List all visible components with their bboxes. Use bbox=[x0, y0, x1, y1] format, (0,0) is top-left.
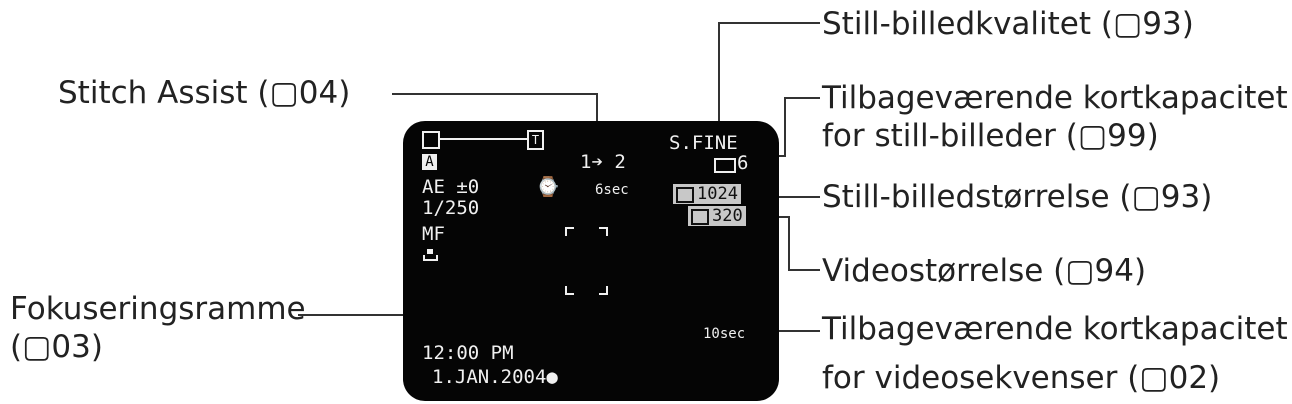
camera-lcd-screen: T A 1➔ 2 S.FINE 6 AE ±0 ⌚ 6sec 1024 1/25… bbox=[403, 121, 779, 401]
label-focus-frame-1: Fokuseringsramme bbox=[10, 291, 306, 327]
still-size-box: 1024 bbox=[673, 184, 741, 204]
leader-remaining-still-h bbox=[784, 97, 820, 99]
leader-remaining-still-v bbox=[784, 97, 786, 155]
stitch-indicator: 1➔ 2 bbox=[580, 151, 626, 173]
label-focus-frame-2: (▢03) bbox=[10, 329, 103, 365]
focus-frame-top-right bbox=[599, 227, 608, 236]
still-remaining: 6 bbox=[737, 152, 749, 174]
leader-quality-h bbox=[718, 22, 820, 24]
label-remaining-video-1: Tilbageværende kortkapacitet bbox=[822, 311, 1288, 347]
zoom-wide-icon bbox=[422, 131, 440, 149]
auto-mode-icon: A bbox=[422, 154, 437, 170]
zoom-bar bbox=[439, 138, 527, 140]
manual-focus: MF bbox=[422, 223, 445, 245]
label-still-size: Still-billedstørrelse (▢93) bbox=[822, 179, 1213, 215]
clock-time: 12:00 PM bbox=[422, 342, 514, 364]
video-remaining: 10sec bbox=[703, 326, 746, 342]
movie-icon bbox=[691, 209, 709, 225]
shutter-speed: 1/250 bbox=[422, 197, 480, 219]
label-stitch-assist: Stitch Assist (▢04) bbox=[58, 75, 351, 111]
leader-video-size-h2 bbox=[788, 269, 820, 271]
focus-frame-bottom-right bbox=[599, 286, 608, 295]
leader-still-size-h bbox=[764, 196, 820, 198]
still-size-value: 1024 bbox=[697, 184, 738, 204]
camera-icon bbox=[676, 187, 694, 203]
ae-shift: AE ±0 bbox=[422, 176, 480, 198]
label-remaining-still-1: Tilbageværende kortkapacitet bbox=[822, 80, 1288, 116]
leader-video-size-v bbox=[788, 216, 790, 271]
leader-remaining-video-h bbox=[764, 330, 820, 332]
zoom-tele-icon: T bbox=[527, 130, 544, 150]
video-size-value: 320 bbox=[712, 206, 743, 226]
label-remaining-video-2: for videosekvenser (▢02) bbox=[822, 360, 1221, 396]
leader-quality-v bbox=[718, 22, 720, 130]
person-icon bbox=[423, 249, 438, 263]
card-icon bbox=[714, 158, 736, 173]
label-remaining-still-2: for still-billeder (▢99) bbox=[822, 118, 1159, 154]
leader-stitch-h bbox=[392, 93, 598, 95]
focus-frame-bottom-left bbox=[565, 286, 574, 295]
label-video-size: Videostørrelse (▢94) bbox=[822, 253, 1147, 289]
focus-frame-top-left bbox=[565, 227, 574, 236]
leader-stitch-v bbox=[596, 93, 598, 147]
video-size-box: 320 bbox=[688, 206, 746, 226]
self-timer-icon: ⌚ bbox=[536, 176, 560, 198]
label-still-quality: Still-billedkvalitet (▢93) bbox=[822, 6, 1194, 42]
clock-date: 1.JAN.2004● bbox=[432, 366, 558, 388]
quality-indicator: S.FINE bbox=[669, 132, 738, 154]
self-timer-value: 6sec bbox=[595, 182, 629, 198]
